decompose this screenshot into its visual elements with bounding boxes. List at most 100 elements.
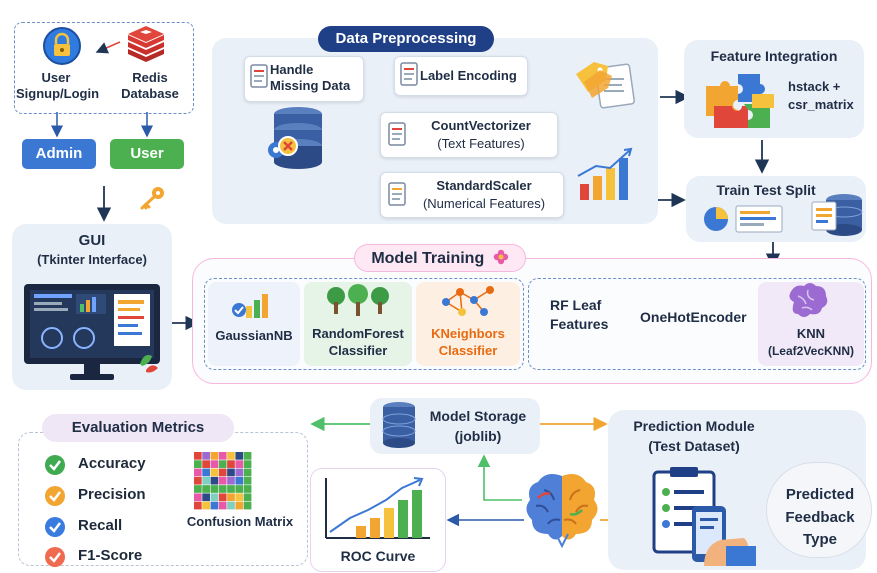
roc-curve-label: ROC Curve bbox=[340, 548, 416, 564]
matrix-cell bbox=[210, 452, 219, 460]
puzzle-icon bbox=[706, 74, 774, 128]
database-doc-icon bbox=[811, 194, 863, 236]
predicted-output-cloud bbox=[766, 462, 872, 558]
matrix-cell bbox=[235, 460, 244, 468]
matrix-cell bbox=[194, 452, 202, 460]
matrix-cell bbox=[235, 476, 244, 485]
metric-label: F1-Score bbox=[78, 547, 143, 564]
matrix-cell bbox=[194, 501, 202, 510]
count-vectorizer-card[interactable] bbox=[380, 112, 558, 158]
lock-user-icon bbox=[43, 27, 81, 65]
matrix-cell bbox=[218, 468, 227, 477]
confusion-matrix-label: Confusion Matrix bbox=[186, 514, 294, 529]
train-test-split-title: Train Test Split bbox=[716, 182, 816, 198]
matrix-cell bbox=[202, 452, 210, 460]
label-encoding-label: Label Encoding bbox=[420, 68, 517, 83]
gui-subtitle: (Tkinter Interface) bbox=[37, 252, 147, 267]
matrix-cell bbox=[243, 476, 252, 485]
database-icon bbox=[268, 107, 322, 169]
network-graph-icon bbox=[442, 286, 494, 316]
model-training-title: Model Training bbox=[354, 244, 526, 272]
matrix-cell bbox=[235, 468, 244, 477]
model-storage-subtitle: (joblib) bbox=[454, 428, 502, 444]
matrix-cell bbox=[202, 468, 210, 477]
matrix-cell bbox=[202, 493, 210, 502]
gaussian-nb-label: GaussianNB bbox=[215, 328, 293, 343]
matrix-cell bbox=[202, 501, 210, 510]
predicted-output-label: Predicted Feedback Type bbox=[785, 486, 855, 548]
matrix-cell bbox=[243, 493, 252, 502]
prediction-subtitle: (Test Dataset) bbox=[648, 438, 740, 454]
feature-integration-detail: hstack + csr_matrix bbox=[788, 79, 854, 113]
standard-scaler-sub: (Numerical Features) bbox=[422, 196, 546, 211]
split-chart-icon bbox=[704, 205, 783, 233]
matrix-cell bbox=[218, 460, 227, 468]
standard-scaler-label: StandardScaler bbox=[436, 178, 532, 193]
admin-button[interactable]: Admin bbox=[22, 139, 96, 169]
matrix-cell bbox=[218, 476, 227, 485]
preprocessing-title: Data Preprocessing bbox=[318, 26, 494, 52]
tags-icon bbox=[576, 62, 635, 109]
clipboard-tablet-icon bbox=[652, 467, 756, 566]
document-icon bbox=[250, 64, 268, 88]
matrix-cell bbox=[194, 485, 202, 493]
forest-icon bbox=[327, 284, 389, 316]
knn-label: KNN bbox=[796, 326, 826, 341]
matrix-cell bbox=[227, 460, 235, 468]
matrix-cell bbox=[243, 460, 252, 468]
leaf2vec-group bbox=[528, 278, 866, 370]
matrix-cell bbox=[227, 485, 235, 493]
brain-icon bbox=[789, 283, 828, 317]
colorful-brain-icon bbox=[526, 474, 598, 549]
standard-scaler-card[interactable] bbox=[380, 172, 564, 218]
bar-chart-icon bbox=[577, 147, 633, 200]
gui-title: GUI bbox=[78, 232, 106, 249]
matrix-cell bbox=[243, 485, 252, 493]
confusion-matrix-icon bbox=[194, 452, 252, 510]
matrix-cell bbox=[235, 452, 244, 460]
matrix-cell bbox=[218, 501, 227, 510]
rf-leaf-label: RF Leaf Features bbox=[550, 297, 609, 332]
redis-label: Redis Database bbox=[121, 70, 179, 101]
random-forest-label: RandomForest Classifier bbox=[312, 326, 404, 358]
metric-label: Recall bbox=[78, 517, 123, 534]
auth-container bbox=[14, 22, 194, 114]
user-button[interactable]: User bbox=[110, 139, 184, 169]
matrix-cell bbox=[218, 493, 227, 502]
matrix-cell bbox=[194, 468, 202, 477]
handle-missing-label: Handle Missing Data bbox=[270, 62, 351, 94]
check-icon bbox=[45, 455, 65, 475]
evaluation-title: Evaluation Metrics bbox=[42, 414, 234, 442]
flower-icon bbox=[493, 249, 508, 265]
matrix-cell bbox=[227, 501, 235, 510]
matrix-cell bbox=[227, 493, 235, 502]
model-training-title-text: Model Training bbox=[371, 250, 485, 267]
check-icon bbox=[45, 547, 65, 567]
gaussian-nb-card[interactable] bbox=[208, 282, 300, 366]
matrix-cell bbox=[194, 493, 202, 502]
matrix-cell bbox=[235, 485, 244, 493]
matrix-cell bbox=[210, 476, 219, 485]
matrix-cell bbox=[202, 485, 210, 493]
matrix-cell bbox=[210, 460, 219, 468]
document-icon bbox=[388, 182, 406, 206]
matrix-cell bbox=[210, 485, 219, 493]
matrix-cell bbox=[227, 476, 235, 485]
kneighbors-label: KNeighbors Classifier bbox=[431, 326, 505, 358]
prediction-title: Prediction Module bbox=[633, 418, 755, 434]
knn-sub: (Leaf2VecKNN) bbox=[767, 344, 855, 358]
matrix-cell bbox=[243, 452, 252, 460]
matrix-cell bbox=[227, 468, 235, 477]
model-storage-title: Model Storage bbox=[429, 408, 527, 424]
redis-database-icon bbox=[128, 26, 164, 62]
matrix-cell bbox=[210, 493, 219, 502]
document-icon bbox=[388, 122, 406, 146]
bar-chart-check-icon bbox=[232, 294, 268, 318]
document-icon bbox=[400, 62, 418, 86]
matrix-cell bbox=[227, 452, 235, 460]
feature-integration-title: Feature Integration bbox=[710, 48, 838, 64]
monitor-icon[interactable] bbox=[22, 282, 162, 384]
onehot-label: OneHotEncoder bbox=[640, 309, 747, 325]
count-vectorizer-sub: (Text Features) bbox=[437, 136, 525, 151]
matrix-cell bbox=[210, 468, 219, 477]
